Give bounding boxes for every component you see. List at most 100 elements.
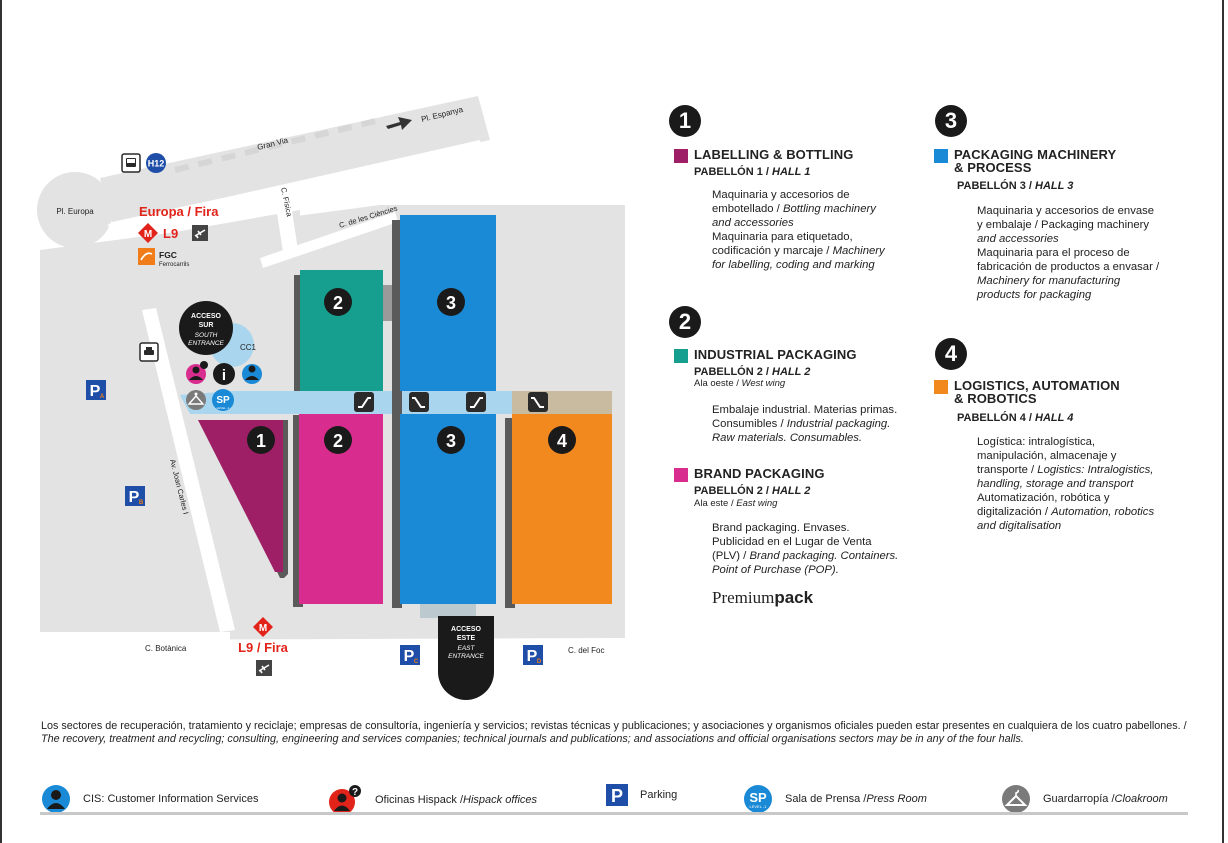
south-entrance-label-1: ACCESO xyxy=(191,313,222,320)
fgc-subtitle: Ferrocarrils xyxy=(159,262,189,268)
section-3-header: PACKAGING MACHINERY & PROCESS xyxy=(934,148,1116,174)
escalator-icon xyxy=(528,392,548,412)
brand-section-header: BRAND PACKAGING xyxy=(674,467,825,482)
gap-joan-carles xyxy=(142,308,235,632)
airport-icon xyxy=(256,660,272,676)
halls xyxy=(198,215,612,618)
section-2-description: Embalaje industrial. Materias primas. Co… xyxy=(712,404,898,444)
premium-pack-logo: Premiumpack xyxy=(712,588,814,607)
metro-line-l9: L9 xyxy=(163,226,178,241)
section-4-number-badge: 4 xyxy=(935,338,967,370)
escalator-icon xyxy=(409,392,429,412)
gap-fisica xyxy=(275,198,298,252)
svg-text:P: P xyxy=(404,648,415,665)
svg-text:P: P xyxy=(527,648,538,665)
section-2-number-badge: 2 xyxy=(669,306,701,338)
frame-right-border xyxy=(1222,0,1224,843)
parking-icon: P xyxy=(606,784,628,806)
section-1-swatch xyxy=(674,149,688,163)
escalator-icon xyxy=(466,392,486,412)
svg-text:SP: SP xyxy=(749,790,767,805)
hall-3-north-badge xyxy=(437,288,465,316)
section-3-swatch xyxy=(934,149,948,163)
hall-4-badge xyxy=(548,426,576,454)
gap-gran-via xyxy=(108,140,482,234)
gap-ciencies xyxy=(260,212,398,268)
legend-parking: P Parking xyxy=(606,784,677,806)
sectors-footnote: Los sectores de recuperación, tratamient… xyxy=(41,720,1187,745)
hall-3-north-number: 3 xyxy=(446,293,456,313)
plaza-europa-label: Pl. Europa xyxy=(56,207,94,216)
street-c-foc: C. del Foc xyxy=(568,646,604,655)
svg-text:i: i xyxy=(222,367,226,384)
bus-icon xyxy=(121,153,141,173)
hall-2-east-number: 2 xyxy=(333,431,343,451)
parking-sign-a: P A xyxy=(86,380,106,400)
east-entrance: ACCESO ESTE EAST ENTRANCE xyxy=(438,616,494,700)
hall-2-west-shadow xyxy=(294,275,304,391)
section-4-title: LOGISTICS, AUTOMATION & ROBOTICS xyxy=(954,378,1120,406)
south-entrance: ACCESO SUR SOUTH ENTRANCE CC1 xyxy=(179,301,257,367)
parking-sign-d: P D xyxy=(523,645,543,665)
cis-icon xyxy=(242,364,262,384)
section-2-swatch xyxy=(674,349,688,363)
hall-2-east-badge xyxy=(324,426,352,454)
level-label: LEVEL -1 xyxy=(217,406,230,410)
bus-line-number: H12 xyxy=(148,159,165,169)
taxi-icon xyxy=(139,342,159,362)
hall-4-shadow xyxy=(505,418,515,608)
hall-number-badges: 1 2 2 3 3 4 xyxy=(247,288,576,454)
escalator-icons xyxy=(354,392,548,412)
svg-text:LEVEL -1: LEVEL -1 xyxy=(750,804,768,809)
street-gaps xyxy=(40,140,482,640)
section-4-pavilion: PABELLÓN 4 / HALL 4 xyxy=(957,412,1074,424)
cis-icon xyxy=(42,785,70,813)
section-3-description: Maquinaria y accesorios de envase y emba… xyxy=(977,205,1160,301)
plaza-block-lower xyxy=(60,440,190,530)
legend-cis: CIS: Customer Information Services xyxy=(41,784,258,814)
plaza-block-left xyxy=(40,270,120,350)
cc1-label: CC1 xyxy=(240,343,257,352)
arrow-to-espanya-icon xyxy=(386,117,412,130)
fgc-label: FGC xyxy=(159,250,177,260)
east-entrance-badge xyxy=(438,616,494,700)
parking-sign-b: P B xyxy=(125,486,145,506)
east-entrance-label-1: ACCESO xyxy=(451,626,482,633)
info-icon: i xyxy=(213,363,235,385)
bus-line-badge: H12 xyxy=(146,153,166,173)
legend-hispack: ? Oficinas Hispack / Hispack offices xyxy=(327,784,537,816)
plaza-strip xyxy=(130,210,300,285)
svg-text:B: B xyxy=(139,500,144,506)
svg-text:P: P xyxy=(129,489,140,506)
section-4-description: Logística: intralogística, manipulación,… xyxy=(977,436,1155,532)
hall-2-west-badge xyxy=(324,288,352,316)
section-1-header: LABELLING & BOTTLING xyxy=(674,148,853,163)
metro-icon: M xyxy=(138,223,158,243)
legend-press-room: SP LEVEL -1 Sala de Prensa / Press Room xyxy=(743,784,927,814)
hispack-office-icon xyxy=(186,361,208,384)
escalator-icon xyxy=(354,392,374,412)
section-2-wing: Ala oeste / West wing xyxy=(694,378,786,389)
section-4-swatch xyxy=(934,380,948,394)
gap-botanica xyxy=(40,632,230,640)
hispack-office-icon: ? xyxy=(329,785,361,815)
street-c-botanica: C. Botànica xyxy=(145,644,187,653)
south-entrance-label-2: SUR xyxy=(199,322,214,329)
section-3-title: PACKAGING MACHINERY & PROCESS xyxy=(954,147,1117,175)
brand-section-title: BRAND PACKAGING xyxy=(694,466,825,481)
cloakroom-icon xyxy=(1002,785,1030,813)
brand-section-pavilion: PABELLÓN 2 / HALL 2 xyxy=(694,485,811,497)
svg-text:M: M xyxy=(144,229,152,240)
station-europa-fira: Europa / Fira xyxy=(139,204,219,219)
section-4-header: LOGISTICS, AUTOMATION & ROBOTICS xyxy=(934,379,1120,405)
cloakroom-icon xyxy=(186,390,206,410)
svg-text:C: C xyxy=(414,659,419,665)
brand-section-description: Brand packaging. Envases. Publicidad en … xyxy=(712,522,899,576)
hall-1 xyxy=(198,420,283,572)
hall-3-annex xyxy=(420,604,476,618)
svg-text:A: A xyxy=(100,394,105,400)
walkway-end xyxy=(512,391,612,414)
svg-text:SP: SP xyxy=(216,395,230,406)
parking-sign-c: P C xyxy=(400,645,420,665)
svg-text:?: ? xyxy=(352,787,358,798)
